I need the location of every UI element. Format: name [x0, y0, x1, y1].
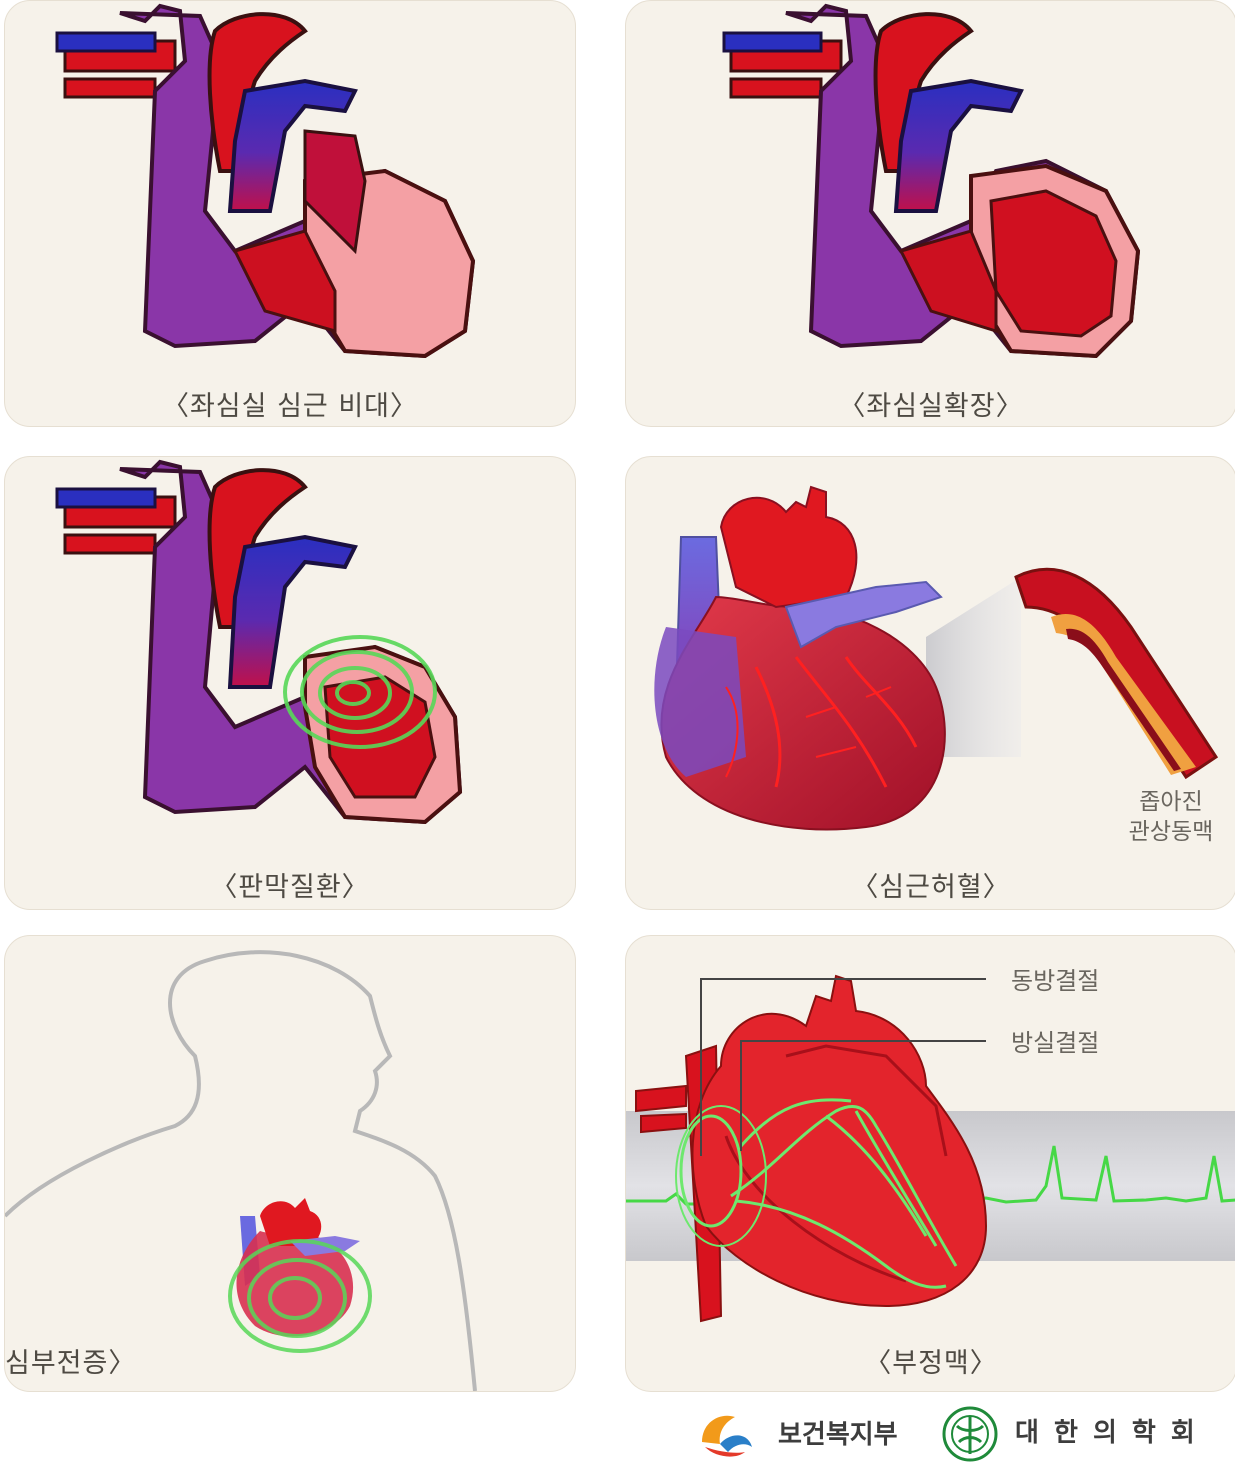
caption-valve: 〈판막질환〉 — [5, 865, 575, 904]
heart-diagram — [57, 6, 473, 356]
body-silhouette-illustration — [5, 936, 575, 1391]
heart-diagram — [724, 6, 1138, 356]
caption-lvh: 〈좌심실 심근 비대〉 — [5, 384, 575, 423]
caption-arrhythmia: 〈부정맥〉 — [626, 1341, 1235, 1380]
panel-dcm: 〈좌심실확장〉 — [625, 0, 1235, 427]
cutaway-heart-lvh — [5, 1, 575, 426]
panel-ischemia: 좁아진 관상동맥 〈심근허혈〉 — [625, 456, 1235, 910]
association-emblem-icon — [935, 1402, 1005, 1462]
narrowed-artery-cutaway — [1016, 569, 1216, 777]
cutaway-heart-valve — [5, 457, 575, 909]
note-line-1: 좁아진 — [1106, 787, 1235, 817]
ministry-name: 보건복지부 — [778, 1414, 898, 1451]
realistic-heart — [654, 487, 945, 829]
caption-dcm: 〈좌심실확장〉 — [626, 384, 1235, 423]
ministry-logo-icon — [690, 1402, 760, 1462]
caption-heart-failure: 심부전증〉 — [5, 1341, 136, 1380]
panel-heart-failure: 심부전증〉 — [4, 935, 576, 1392]
panel-lvh: 〈좌심실 심근 비대〉 — [4, 0, 576, 427]
cutaway-heart-dcm — [626, 1, 1235, 426]
caption-ischemia: 〈심근허혈〉 — [626, 865, 1235, 904]
panel-valve: 〈판막질환〉 — [4, 456, 576, 910]
association-name: 대 한 의 학 회 — [1015, 1412, 1198, 1449]
narrowed-artery-label: 좁아진 관상동맥 — [1106, 787, 1235, 847]
av-node-label: 방실결절 — [1011, 1028, 1099, 1058]
arrhythmia-illustration — [626, 936, 1235, 1391]
panel-arrhythmia: 동방결절 방실결절 〈부정맥〉 — [625, 935, 1235, 1392]
sa-node-label: 동방결절 — [1011, 966, 1099, 996]
footer-logos: 보건복지부 대 한 의 학 회 — [0, 1400, 1235, 1463]
note-line-2: 관상동맥 — [1106, 817, 1235, 847]
heart-diagram — [57, 462, 460, 822]
